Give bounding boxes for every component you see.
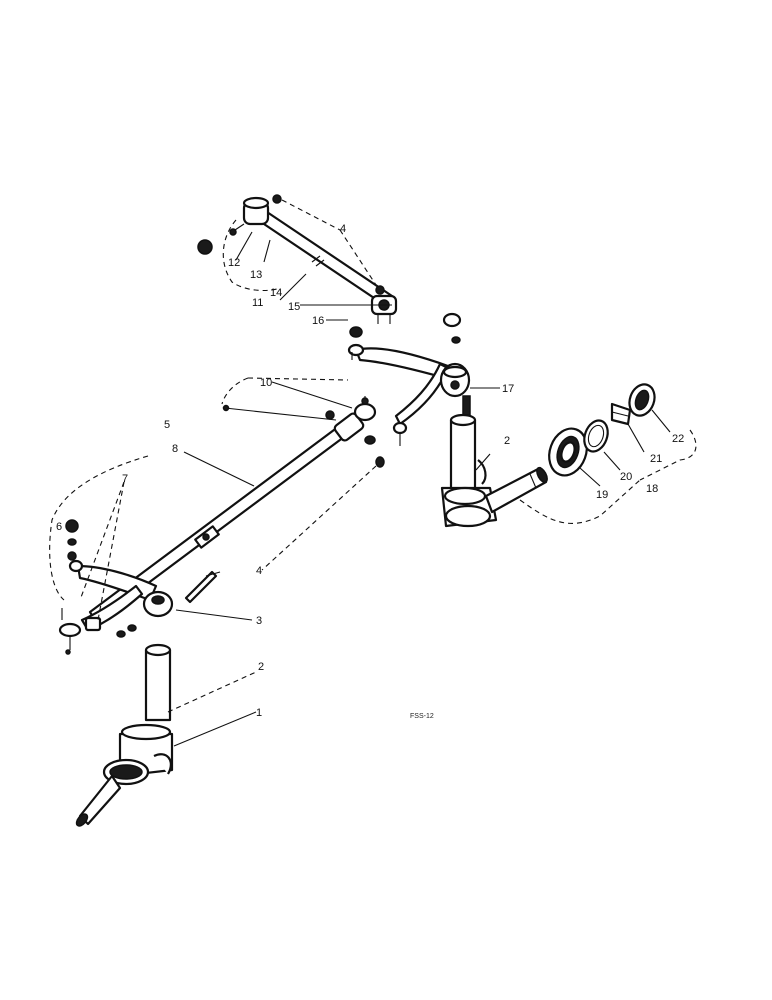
callout-12: 12 (228, 257, 240, 269)
callout-17: 17 (502, 383, 514, 395)
callout-13: 13 (250, 269, 262, 281)
upper-tie-rod-assembly (197, 194, 398, 338)
right-steering-arm (347, 312, 471, 446)
callout-4: 4 (340, 223, 346, 235)
callout-4: 4 (256, 565, 262, 577)
callout-7: 7 (122, 473, 128, 485)
right-spindle (440, 413, 548, 528)
callout-22: 22 (672, 433, 684, 445)
callout-16: 16 (312, 315, 324, 327)
callout-15: 15 (288, 301, 300, 313)
callout-10: 10 (260, 377, 272, 389)
drawing-reference: FSS-12 (410, 713, 434, 720)
callout-3: 3 (256, 615, 262, 627)
callout-8: 8 (172, 443, 178, 455)
callout-2: 2 (504, 435, 510, 447)
callout-18: 18 (646, 483, 658, 495)
main-tie-rod (88, 396, 385, 624)
callout-1: 1 (256, 707, 262, 719)
callout-5: 5 (164, 419, 170, 431)
left-steering-arm (58, 519, 221, 655)
leader-lines (49, 199, 697, 747)
callout-11: 11 (252, 297, 263, 309)
callout-20: 20 (620, 471, 632, 483)
callout-6: 6 (56, 521, 62, 533)
callouts: 1 2 2 3 4 4 5 6 7 8 10 11 12 13 14 15 16… (56, 223, 684, 720)
callout-21: 21 (650, 453, 662, 465)
callout-14: 14 (270, 287, 282, 299)
bearing-seal-group (548, 383, 656, 477)
callout-2: 2 (258, 661, 264, 673)
callout-19: 19 (596, 489, 608, 501)
left-spindle (75, 643, 174, 827)
